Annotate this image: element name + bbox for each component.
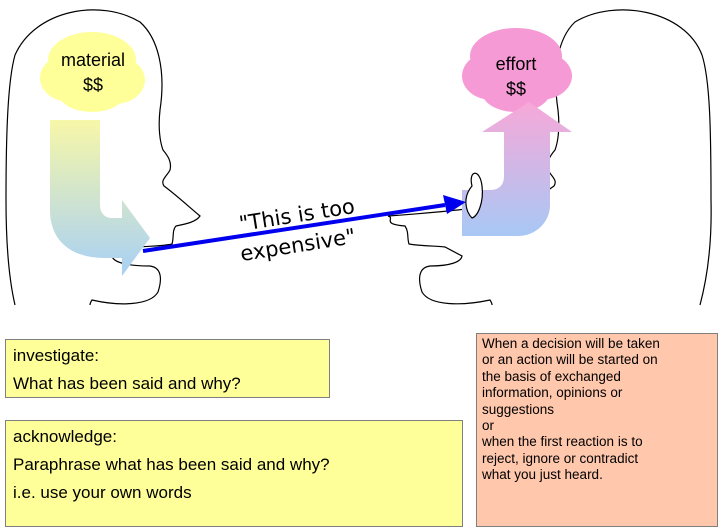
right-thought-line-1: effort (496, 54, 537, 74)
right-thought-line-2: $$ (506, 79, 526, 99)
note-line-1: When a decision will be taken (482, 336, 660, 351)
note-line-4: information, opinions or (482, 385, 623, 401)
investigate-title: investigate: (13, 346, 99, 365)
note-text: When a decision will be taken or an acti… (477, 334, 717, 486)
left-head-outline (5, 9, 201, 306)
communication-diagram: material $$ effort $$ "This is too expen… (5, 9, 712, 306)
investigate-box: investigate: What has been said and why? (5, 339, 330, 398)
speech-arrow-line (142, 203, 446, 253)
up-curved-arrow (462, 102, 572, 236)
right-head-outline (387, 9, 712, 306)
thought-cloud-right (462, 28, 572, 112)
note-line-3: the basis of exchanged (482, 368, 621, 384)
acknowledge-title: acknowledge: (13, 427, 117, 446)
left-thought-line-2: $$ (83, 75, 103, 95)
thought-cloud-left (40, 32, 145, 112)
note-line-2: or an action will be started on (482, 352, 658, 368)
acknowledge-line-2: i.e. use your own words (13, 483, 192, 502)
acknowledge-box: acknowledge: Paraphrase what has been sa… (5, 420, 463, 527)
investigate-body: What has been said and why? (13, 374, 241, 393)
acknowledge-line-1: Paraphrase what has been said and why? (13, 455, 330, 474)
note-line-7: when the first reaction is to (482, 434, 643, 450)
note-box: When a decision will be taken or an acti… (476, 333, 718, 527)
note-line-5: suggestions (482, 401, 555, 417)
down-curved-arrow (50, 120, 150, 276)
note-line-8: reject, ignore or contradict (482, 450, 639, 466)
speech-arrow-head (443, 195, 466, 214)
note-line-9: what you just heard. (482, 467, 603, 483)
note-line-6: or (482, 418, 495, 434)
ear-icon (465, 172, 483, 219)
left-thought-line-1: material (61, 50, 125, 70)
